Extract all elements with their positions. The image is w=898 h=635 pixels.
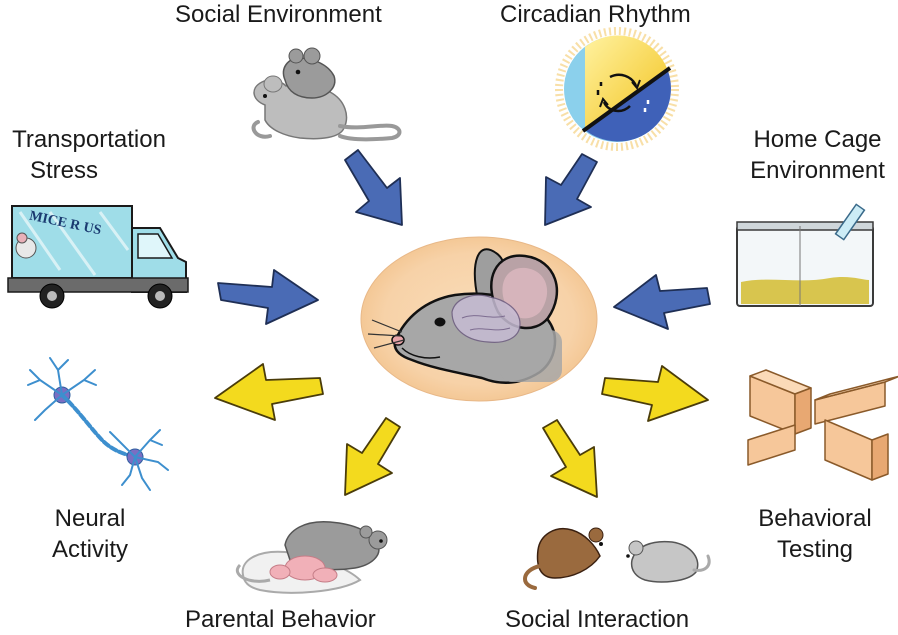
input-arrow-social-environment: [344, 149, 403, 226]
output-arrow-behavioral-testing: [601, 365, 709, 422]
label-home-cage-line1: Home Cage: [753, 126, 882, 153]
maze-icon: [747, 369, 898, 481]
mouse-eye: [434, 317, 446, 327]
label-behavioral-testing: Behavioral Testing: [745, 503, 885, 565]
input-arrow-circadian-rhythm: [544, 153, 598, 226]
mouse-mouth: [401, 347, 441, 359]
label-transportation-line1: Transportation: [12, 126, 166, 153]
brain-outline: [451, 294, 521, 343]
delivery-truck-icon: MICE R US: [7, 205, 189, 309]
neurons-icon: [27, 357, 169, 491]
label-circadian-rhythm: Circadian Rhythm: [500, 1, 691, 28]
output-arrow-neural-activity: [214, 363, 324, 421]
home-cage-icon: [736, 203, 874, 307]
mouse-inner-ear: [502, 267, 548, 319]
output-arrow-social-interaction: [542, 419, 598, 498]
mouse-neck-fade: [500, 330, 562, 382]
input-arrow-home-cage: [613, 274, 711, 330]
label-social-environment: Social Environment: [175, 1, 382, 28]
label-behavioral-line1: Behavioral: [758, 505, 872, 532]
label-behavioral-line2: Testing: [776, 536, 854, 563]
sun-moon-clock-icon: [555, 27, 679, 151]
label-neural-line2: Activity: [51, 536, 128, 563]
two-mice-meeting-icon: [523, 527, 711, 590]
label-home-cage-environment: Home Cage Environment: [735, 124, 898, 186]
mouse-head-brain-icon: [360, 236, 598, 402]
input-arrow-transportation: [217, 269, 319, 325]
mouse-whiskers: [367, 319, 405, 349]
label-transportation-line2: Stress: [29, 157, 98, 184]
brain-fold: [461, 315, 511, 331]
output-arrow-parental-behavior: [344, 417, 401, 496]
label-home-cage-line2: Environment: [750, 157, 885, 184]
label-social-interaction: Social Interaction: [505, 606, 690, 633]
label-transportation-stress: Transportation Stress: [0, 124, 178, 186]
label-parental-behavior: Parental Behavior: [185, 606, 376, 633]
label-neural-line1: Neural: [54, 505, 126, 532]
two-mice-icon: [251, 47, 402, 142]
label-neural-activity: Neural Activity: [40, 503, 140, 565]
mother-mouse-pups-icon: [236, 521, 388, 594]
